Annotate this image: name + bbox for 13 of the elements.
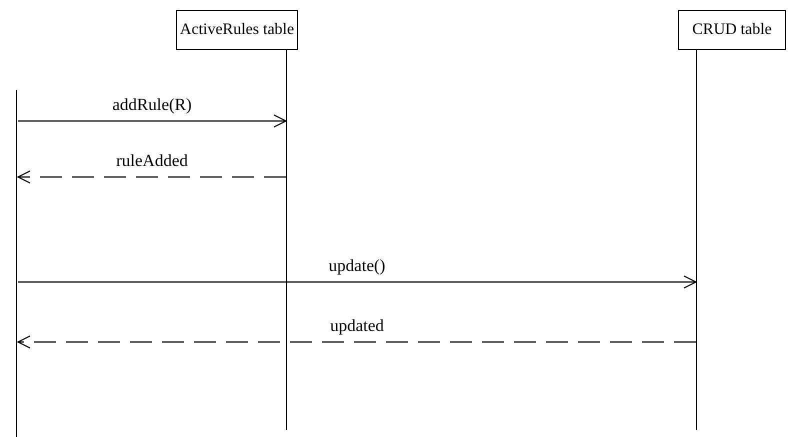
object-box: CRUD table: [678, 10, 786, 50]
message-arrow: [18, 275, 697, 289]
lifeline: [696, 50, 698, 430]
message-label: updated: [330, 317, 384, 334]
object-box: ActiveRules table: [176, 10, 298, 50]
dashed-return-arrow: [17, 335, 696, 349]
lifeline: [286, 50, 288, 430]
message-label: addRule(R): [112, 96, 192, 113]
message-label: ruleAdded: [116, 152, 188, 169]
message-arrow: [18, 114, 287, 128]
dashed-return-arrow: [17, 170, 286, 184]
lifeline: [16, 90, 18, 437]
message-label: update(): [328, 257, 386, 274]
